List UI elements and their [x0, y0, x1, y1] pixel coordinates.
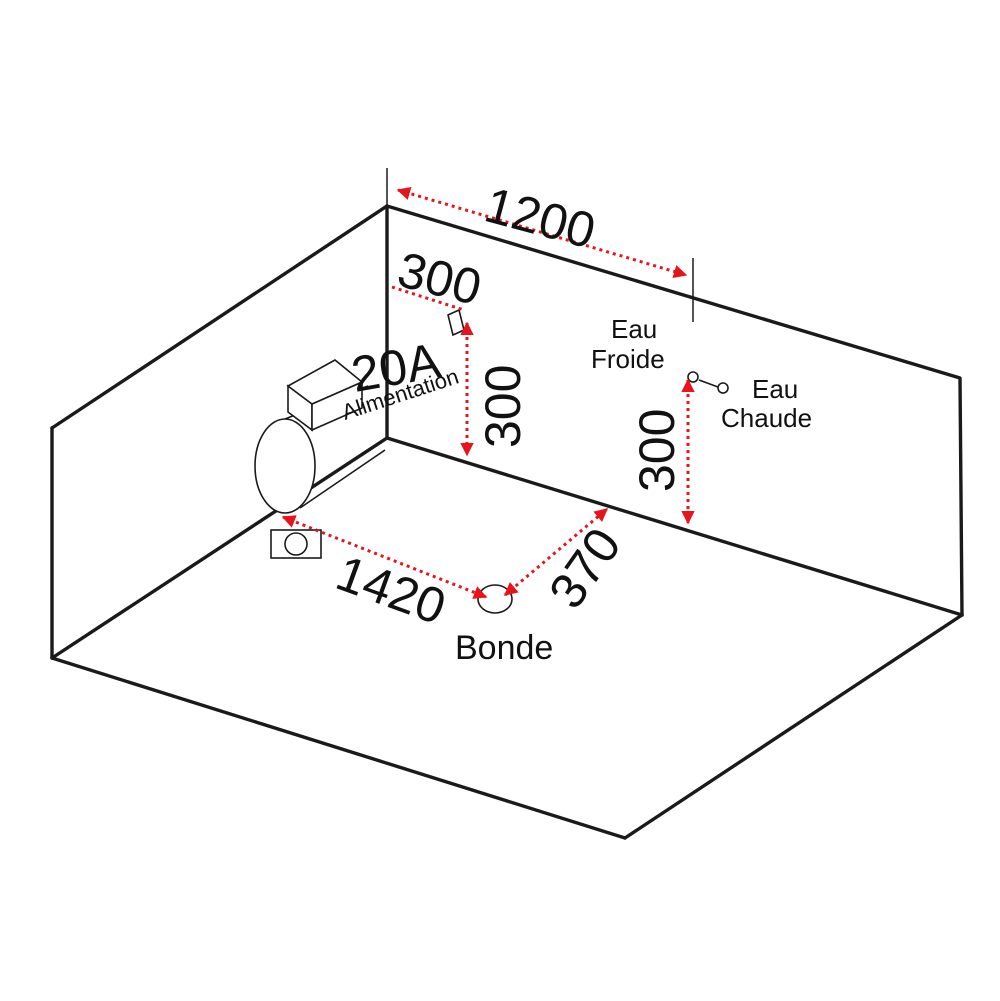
dimension-label-370: 370 — [538, 518, 632, 618]
electrical-outlet — [447, 308, 465, 337]
dimension-label-water-height: 300 — [629, 409, 685, 492]
left-wall-edge — [50, 204, 964, 617]
dimension-line-outlet-offset — [391, 285, 465, 312]
hot-water-label-line2: Chaude — [721, 403, 812, 433]
hot-water-label-line1: Eau — [752, 374, 798, 404]
electric-box-top — [286, 359, 364, 405]
room-outline — [50, 204, 964, 840]
dimension-label-1200: 1200 — [479, 177, 601, 260]
floor-front-right-edge — [623, 613, 964, 840]
floor-left-edge — [50, 436, 389, 660]
floor-drain — [477, 584, 513, 614]
water-heater — [254, 359, 386, 514]
water-pipes — [687, 371, 729, 394]
dimension-line-1200 — [396, 186, 688, 279]
dimension-label-outlet-height: 300 — [475, 365, 531, 448]
dimension-label-outlet-offset: 300 — [392, 241, 487, 316]
dimension-line-370 — [503, 507, 609, 597]
cold-water-label-line2: Froide — [591, 344, 665, 374]
dimension-lines — [281, 186, 695, 599]
floor-back-edge — [385, 436, 964, 617]
hot-water-inlet — [717, 382, 729, 394]
pipe-connector — [698, 379, 719, 388]
water-heater-body-bottom — [299, 449, 386, 509]
drain-label: Bonde — [455, 629, 553, 667]
cold-water-label-line1: Eau — [611, 314, 657, 344]
floor-front-left-edge — [50, 656, 627, 840]
dimension-line-1420 — [281, 515, 488, 599]
heater-drain-box — [270, 529, 322, 559]
dimension-label-1420: 1420 — [329, 545, 453, 636]
labels: 1200 300 300 300 1420 370 20A Alimentati… — [329, 177, 812, 667]
heater-drain-frame — [270, 529, 322, 559]
water-heater-body — [254, 418, 316, 514]
